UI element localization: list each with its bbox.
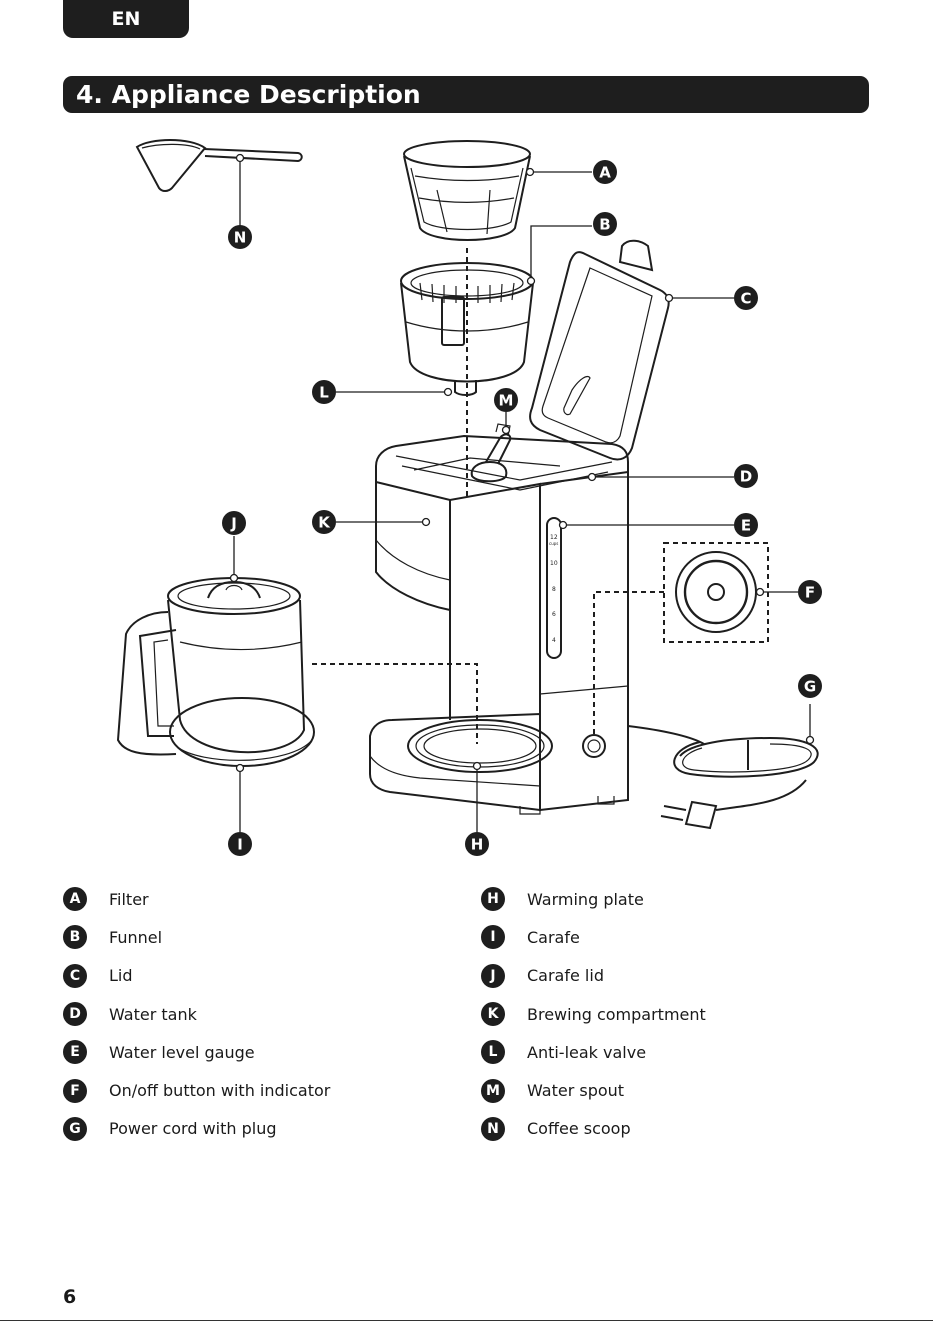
gauge-unit: cups [549, 541, 558, 546]
gauge-mark: 8 [552, 586, 556, 593]
page-number: 6 [63, 1286, 76, 1308]
legend-item: C Lid [63, 957, 330, 995]
legend-label: Carafe lid [527, 966, 604, 985]
legend-item: D Water tank [63, 995, 330, 1033]
callout-k: K [312, 510, 336, 534]
callout-g: G [798, 674, 822, 698]
legend-item: F On/off button with indicator [63, 1071, 330, 1109]
gauge-mark: 4 [552, 637, 556, 644]
legend-label: Filter [109, 890, 149, 909]
legend-label: Brewing compartment [527, 1005, 706, 1024]
coffee-scoop-illustration [137, 140, 302, 191]
gauge-mark: 10 [550, 560, 558, 567]
carafe-illustration [118, 578, 314, 766]
legend-item: L Anti-leak valve [481, 1033, 706, 1071]
svg-text:H: H [471, 836, 484, 854]
lid-illustration [530, 241, 669, 460]
legend-badge: C [63, 964, 87, 988]
callout-i: I [228, 832, 252, 856]
legend-badge: H [481, 887, 505, 911]
svg-text:B: B [599, 216, 610, 234]
legend-badge: M [481, 1079, 505, 1103]
legend-label: Water tank [109, 1005, 197, 1024]
legend-label: Coffee scoop [527, 1119, 631, 1138]
callout-c: C [734, 286, 758, 310]
callout-a: A [593, 160, 617, 184]
language-tab: EN [63, 0, 189, 38]
legend-badge: G [63, 1117, 87, 1141]
legend-item: K Brewing compartment [481, 995, 706, 1033]
legend-item: E Water level gauge [63, 1033, 330, 1071]
legend-label: Water spout [527, 1081, 624, 1100]
legend-badge: D [63, 1002, 87, 1026]
svg-text:E: E [741, 517, 751, 535]
legend-badge: L [481, 1040, 505, 1064]
legend-item: J Carafe lid [481, 957, 706, 995]
callout-b: B [593, 212, 617, 236]
svg-text:A: A [599, 164, 611, 182]
gauge-mark: 6 [552, 611, 556, 618]
callout-f: F [798, 580, 822, 604]
legend-right-column: H Warming plate I Carafe J Carafe lid K Brew… [481, 880, 706, 1148]
legend-item: G Power cord with plug [63, 1110, 330, 1148]
svg-text:M: M [499, 392, 514, 410]
legend-item: M Water spout [481, 1071, 706, 1109]
legend-item: B Funnel [63, 918, 330, 956]
legend-label: Anti-leak valve [527, 1043, 646, 1062]
legend-label: Funnel [109, 928, 162, 947]
svg-text:L: L [319, 384, 329, 402]
legend-label: Power cord with plug [109, 1119, 277, 1138]
callout-n: N [228, 225, 252, 249]
legend-label: Carafe [527, 928, 580, 947]
legend-badge: F [63, 1079, 87, 1103]
svg-text:N: N [234, 229, 247, 247]
callout-h: H [465, 832, 489, 856]
callout-d: D [734, 464, 758, 488]
legend-label: Lid [109, 966, 133, 985]
legend-badge: J [481, 964, 505, 988]
appliance-diagram: 12 cups 10 8 6 4 [0, 120, 933, 860]
bottom-divider [0, 1320, 933, 1321]
legend-badge: I [481, 925, 505, 949]
legend-badge: E [63, 1040, 87, 1064]
legend-badge: K [481, 1002, 505, 1026]
coffee-maker-body-illustration [370, 424, 628, 814]
callout-m: M [494, 388, 518, 412]
gauge-mark: 12 [550, 534, 558, 541]
svg-text:I: I [237, 836, 243, 854]
power-cord-illustration [628, 726, 818, 828]
legend-left-column: A Filter B Funnel C Lid D Water tank E Water … [63, 880, 330, 1148]
callout-l: L [312, 380, 336, 404]
legend-badge: N [481, 1117, 505, 1141]
section-title: 4. Appliance Description [63, 76, 869, 113]
legend-item: N Coffee scoop [481, 1110, 706, 1148]
legend-label: On/off button with indicator [109, 1081, 330, 1100]
filter-illustration [404, 141, 530, 240]
svg-text:J: J [230, 515, 237, 533]
section-title-text: 4. Appliance Description [76, 80, 421, 109]
svg-text:D: D [740, 468, 752, 486]
legend-badge: A [63, 887, 87, 911]
svg-text:C: C [740, 290, 751, 308]
legend-label: Water level gauge [109, 1043, 255, 1062]
water-level-gauge-marks: 12 cups 10 8 6 4 [549, 534, 558, 644]
legend-label: Warming plate [527, 890, 644, 909]
legend-item: H Warming plate [481, 880, 706, 918]
callout-j: J [222, 511, 246, 535]
svg-text:G: G [804, 678, 816, 696]
legend-badge: B [63, 925, 87, 949]
legend-item: I Carafe [481, 918, 706, 956]
callout-e: E [734, 513, 758, 537]
svg-text:F: F [805, 584, 815, 602]
legend-item: A Filter [63, 880, 330, 918]
svg-text:K: K [318, 514, 331, 532]
